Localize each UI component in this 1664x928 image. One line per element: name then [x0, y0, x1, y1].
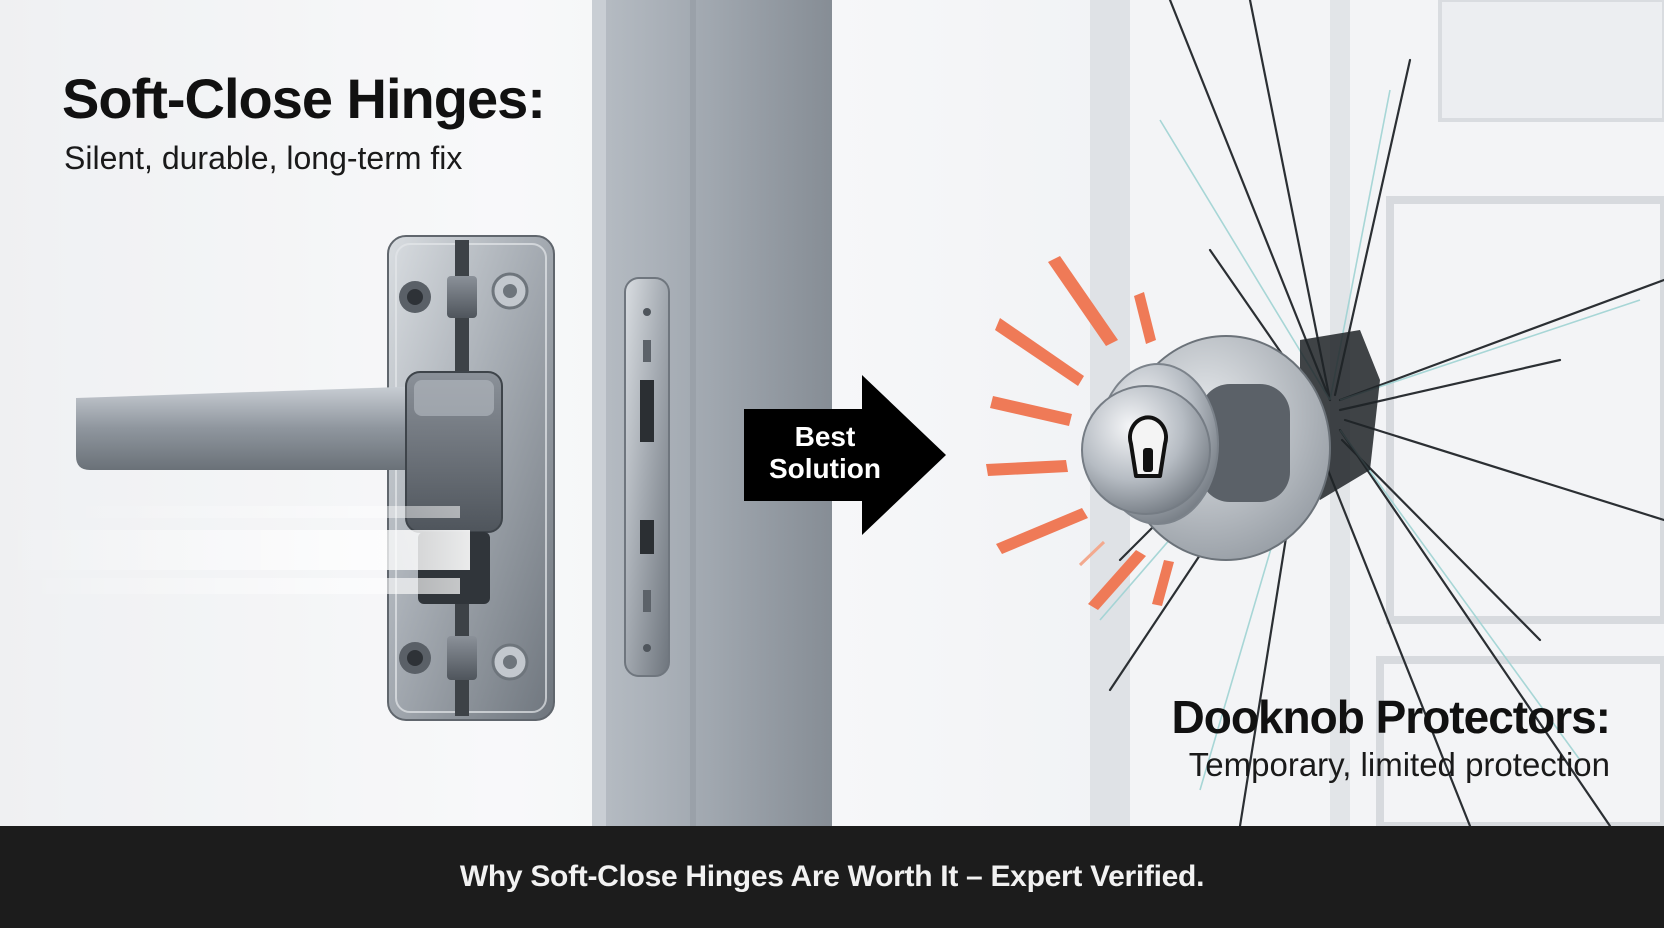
doorknob-protectors-title: Dooknob Protectors:: [1171, 691, 1611, 743]
door-comparison-scene: [0, 0, 1664, 826]
caption-text: Why Soft-Close Hinges Are Worth It – Exp…: [459, 860, 1205, 893]
best-solution-label: Best Solution: [744, 421, 906, 485]
best-solution-line-1: Best: [794, 421, 856, 452]
arrow-right-icon: [744, 375, 946, 535]
best-solution-line-2: Solution: [769, 453, 881, 484]
doorknob-protectors-subtitle: Temporary, limited protection: [1188, 746, 1610, 783]
caption-bar: Why Soft-Close Hinges Are Worth It – Exp…: [0, 826, 1664, 928]
soft-close-hinges-subtitle: Silent, durable, long-term fix: [64, 140, 463, 176]
doorknob-protectors-panel: Dooknob Protectors: Temporary, limited p…: [832, 0, 1664, 826]
soft-close-hinges-panel: Soft-Close Hinges: Silent, durable, long…: [0, 0, 832, 826]
soft-close-hinges-title: Soft-Close Hinges:: [62, 67, 546, 130]
